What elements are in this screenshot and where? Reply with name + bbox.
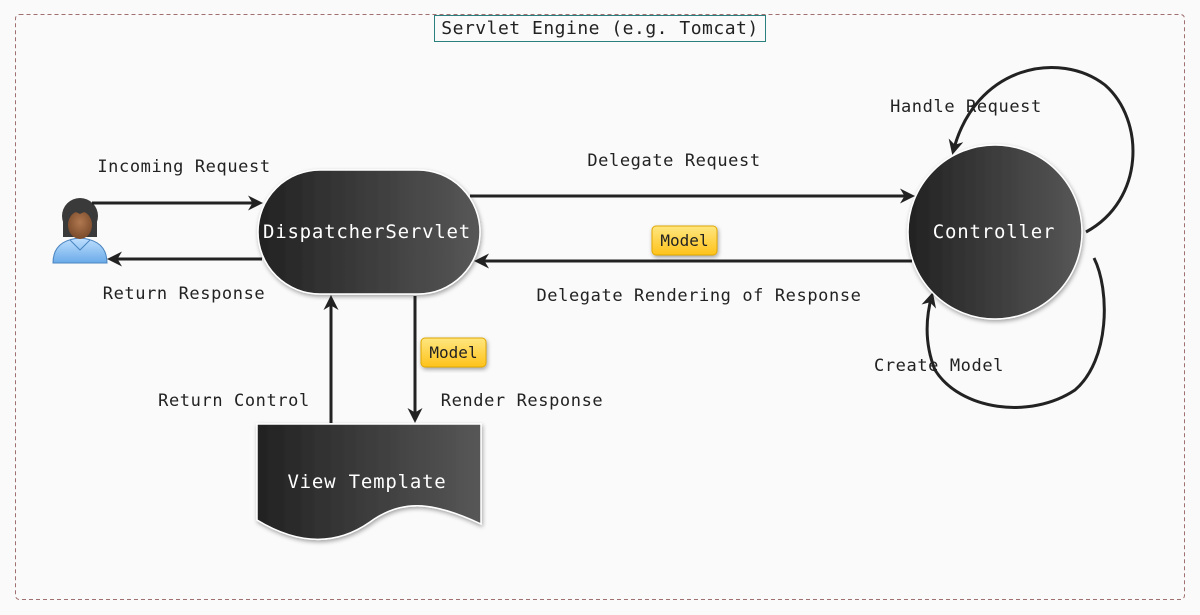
frame-title-box [434, 15, 766, 42]
create-model-label: Create Model [874, 356, 1004, 376]
controller-label: Controller [933, 221, 1055, 243]
model-badge-top-label: Model [660, 231, 708, 250]
controller-node [907, 144, 1083, 320]
handle-request-label: Handle Request [890, 97, 1042, 117]
dispatcher-servlet-label: DispatcherServlet [263, 221, 471, 243]
create-model-loop [921, 257, 1106, 409]
render-response-label: Render Response [441, 391, 604, 411]
handle-request-loop [948, 66, 1135, 234]
delegate-request-label: Delegate Request [587, 151, 760, 171]
model-badge-top [651, 225, 718, 256]
view-template-node [256, 423, 482, 540]
model-badge-bottom [420, 337, 487, 368]
model-badge-bottom-label: Model [429, 343, 477, 362]
incoming-request-label: Incoming Request [97, 157, 270, 177]
return-control-label: Return Control [158, 391, 310, 411]
dispatcher-servlet-node [257, 169, 481, 295]
delegate-rendering-label: Delegate Rendering of Response [536, 286, 861, 306]
frame-title: Servlet Engine (e.g. Tomcat) [441, 18, 758, 39]
user-icon [52, 198, 108, 264]
view-template-label: View Template [287, 471, 446, 493]
return-response-label: Return Response [103, 284, 266, 304]
